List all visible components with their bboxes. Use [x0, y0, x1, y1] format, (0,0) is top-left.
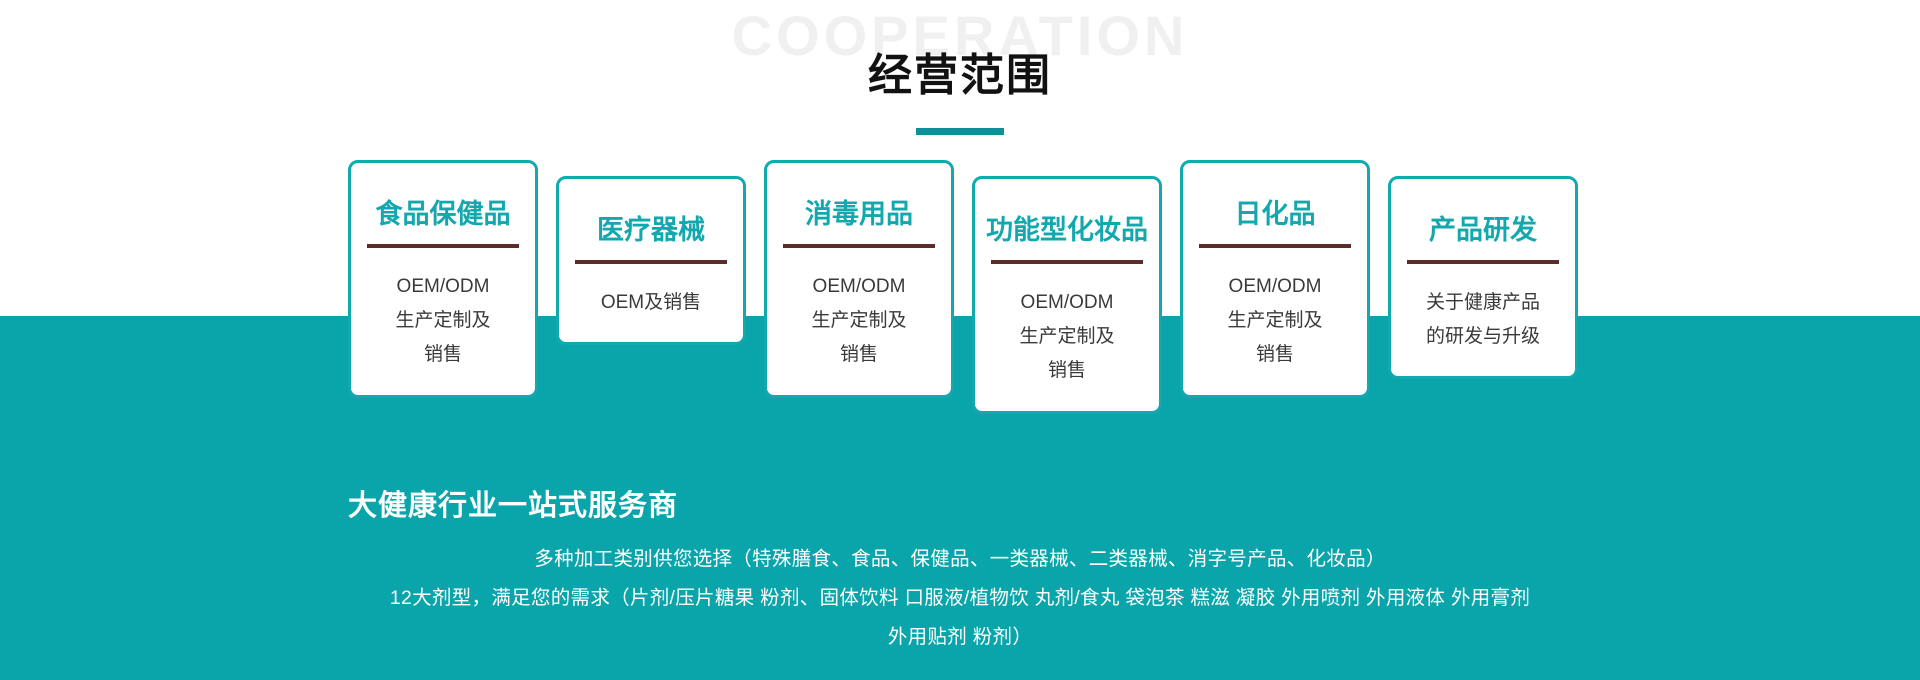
scope-card-description-line: OEM/ODM [812, 276, 906, 298]
scope-card-divider [1199, 244, 1351, 249]
scope-card-title: 产品研发 [1429, 215, 1537, 245]
scope-card-description-line: 生产定制及 [1019, 326, 1115, 348]
scope-card-title: 食品保健品 [375, 199, 511, 229]
scope-card[interactable]: 消毒用品 OEM/ODM 生产定制及销售 [764, 160, 954, 398]
scope-card-description-line: OEM/ODM [1228, 276, 1322, 298]
scope-card-title: 医疗器械 [597, 215, 705, 245]
page-title: 经营范围 [868, 51, 1052, 100]
scope-card-divider [1407, 260, 1559, 265]
scope-card-description-line: OEM及销售 [600, 292, 702, 314]
scope-card-description-line: 销售 [423, 344, 462, 366]
watermark-text: COOPERATION [731, 4, 1189, 67]
scope-card-description: OEM/ODM 生产定制及销售 [1019, 286, 1114, 389]
scope-card[interactable]: 功能型化妆品 OEM/ODM 生产定制及销售 [972, 176, 1162, 414]
scope-card-description-line: OEM/ODM [1020, 292, 1114, 314]
bottom-description-line: 12大剂型，满足您的需求（片剂/压片糖果 粉剂、固体饮料 口服液/植物饮 丸剂/… [389, 586, 1531, 648]
section-header: COOPERATION 经营范围 [0, 0, 1920, 150]
scope-card-description-line: 销售 [1255, 344, 1294, 366]
scope-card-description-line: 关于健康产品 [1425, 292, 1540, 314]
scope-card-title: 日化品 [1234, 199, 1316, 229]
scope-card-description-line: 销售 [839, 344, 878, 366]
scope-card-description: 关于健康产品的研发与升级 [1426, 286, 1540, 354]
scope-cards-row: 食品保健品 OEM/ODM 生产定制及销售 医疗器械 OEM及销售 消毒用品 OEM/ODM… [348, 160, 1598, 414]
scope-card-title: 消毒用品 [805, 199, 913, 229]
scope-card-divider [575, 260, 727, 265]
scope-card-description: OEM/ODM 生产定制及销售 [811, 270, 906, 373]
scope-card-description-line: 销售 [1047, 360, 1086, 382]
scope-card-divider [991, 260, 1143, 265]
scope-card-description: OEM/ODM 生产定制及销售 [395, 270, 490, 373]
scope-card-description-line: 生产定制及 [811, 310, 907, 332]
scope-card-description-line: 的研发与升级 [1425, 326, 1540, 348]
teal-background-band [0, 316, 1920, 680]
scope-card-divider [367, 244, 519, 249]
scope-card-description: OEM及销售 [601, 286, 701, 320]
scope-card-divider [783, 244, 935, 249]
scope-card[interactable]: 日化品 OEM/ODM 生产定制及销售 [1180, 160, 1370, 398]
scope-card[interactable]: 食品保健品 OEM/ODM 生产定制及销售 [348, 160, 538, 398]
scope-card[interactable]: 产品研发关于健康产品的研发与升级 [1388, 176, 1578, 380]
bottom-headline: 大健康行业一站式服务商 [348, 490, 679, 522]
title-underline-bar [916, 128, 1004, 135]
scope-card-description-line: 生产定制及 [395, 310, 491, 332]
scope-card-title: 功能型化妆品 [986, 215, 1148, 245]
bottom-description-line: 多种加工类别供您选择（特殊膳食、食品、保健品、一类器械、二类器械、消字号产品、化… [534, 547, 1386, 570]
bottom-description-lines: 多种加工类别供您选择（特殊膳食、食品、保健品、一类器械、二类器械、消字号产品、化… [0, 540, 1920, 657]
scope-card[interactable]: 医疗器械 OEM及销售 [556, 176, 746, 346]
bottom-copy-block: 大健康行业一站式服务商 多种加工类别供您选择（特殊膳食、食品、保健品、一类器械、… [0, 488, 1920, 657]
scope-card-description-line: 生产定制及 [1227, 310, 1323, 332]
scope-card-description-line: OEM/ODM [396, 276, 490, 298]
scope-card-description: OEM/ODM 生产定制及销售 [1227, 270, 1322, 373]
